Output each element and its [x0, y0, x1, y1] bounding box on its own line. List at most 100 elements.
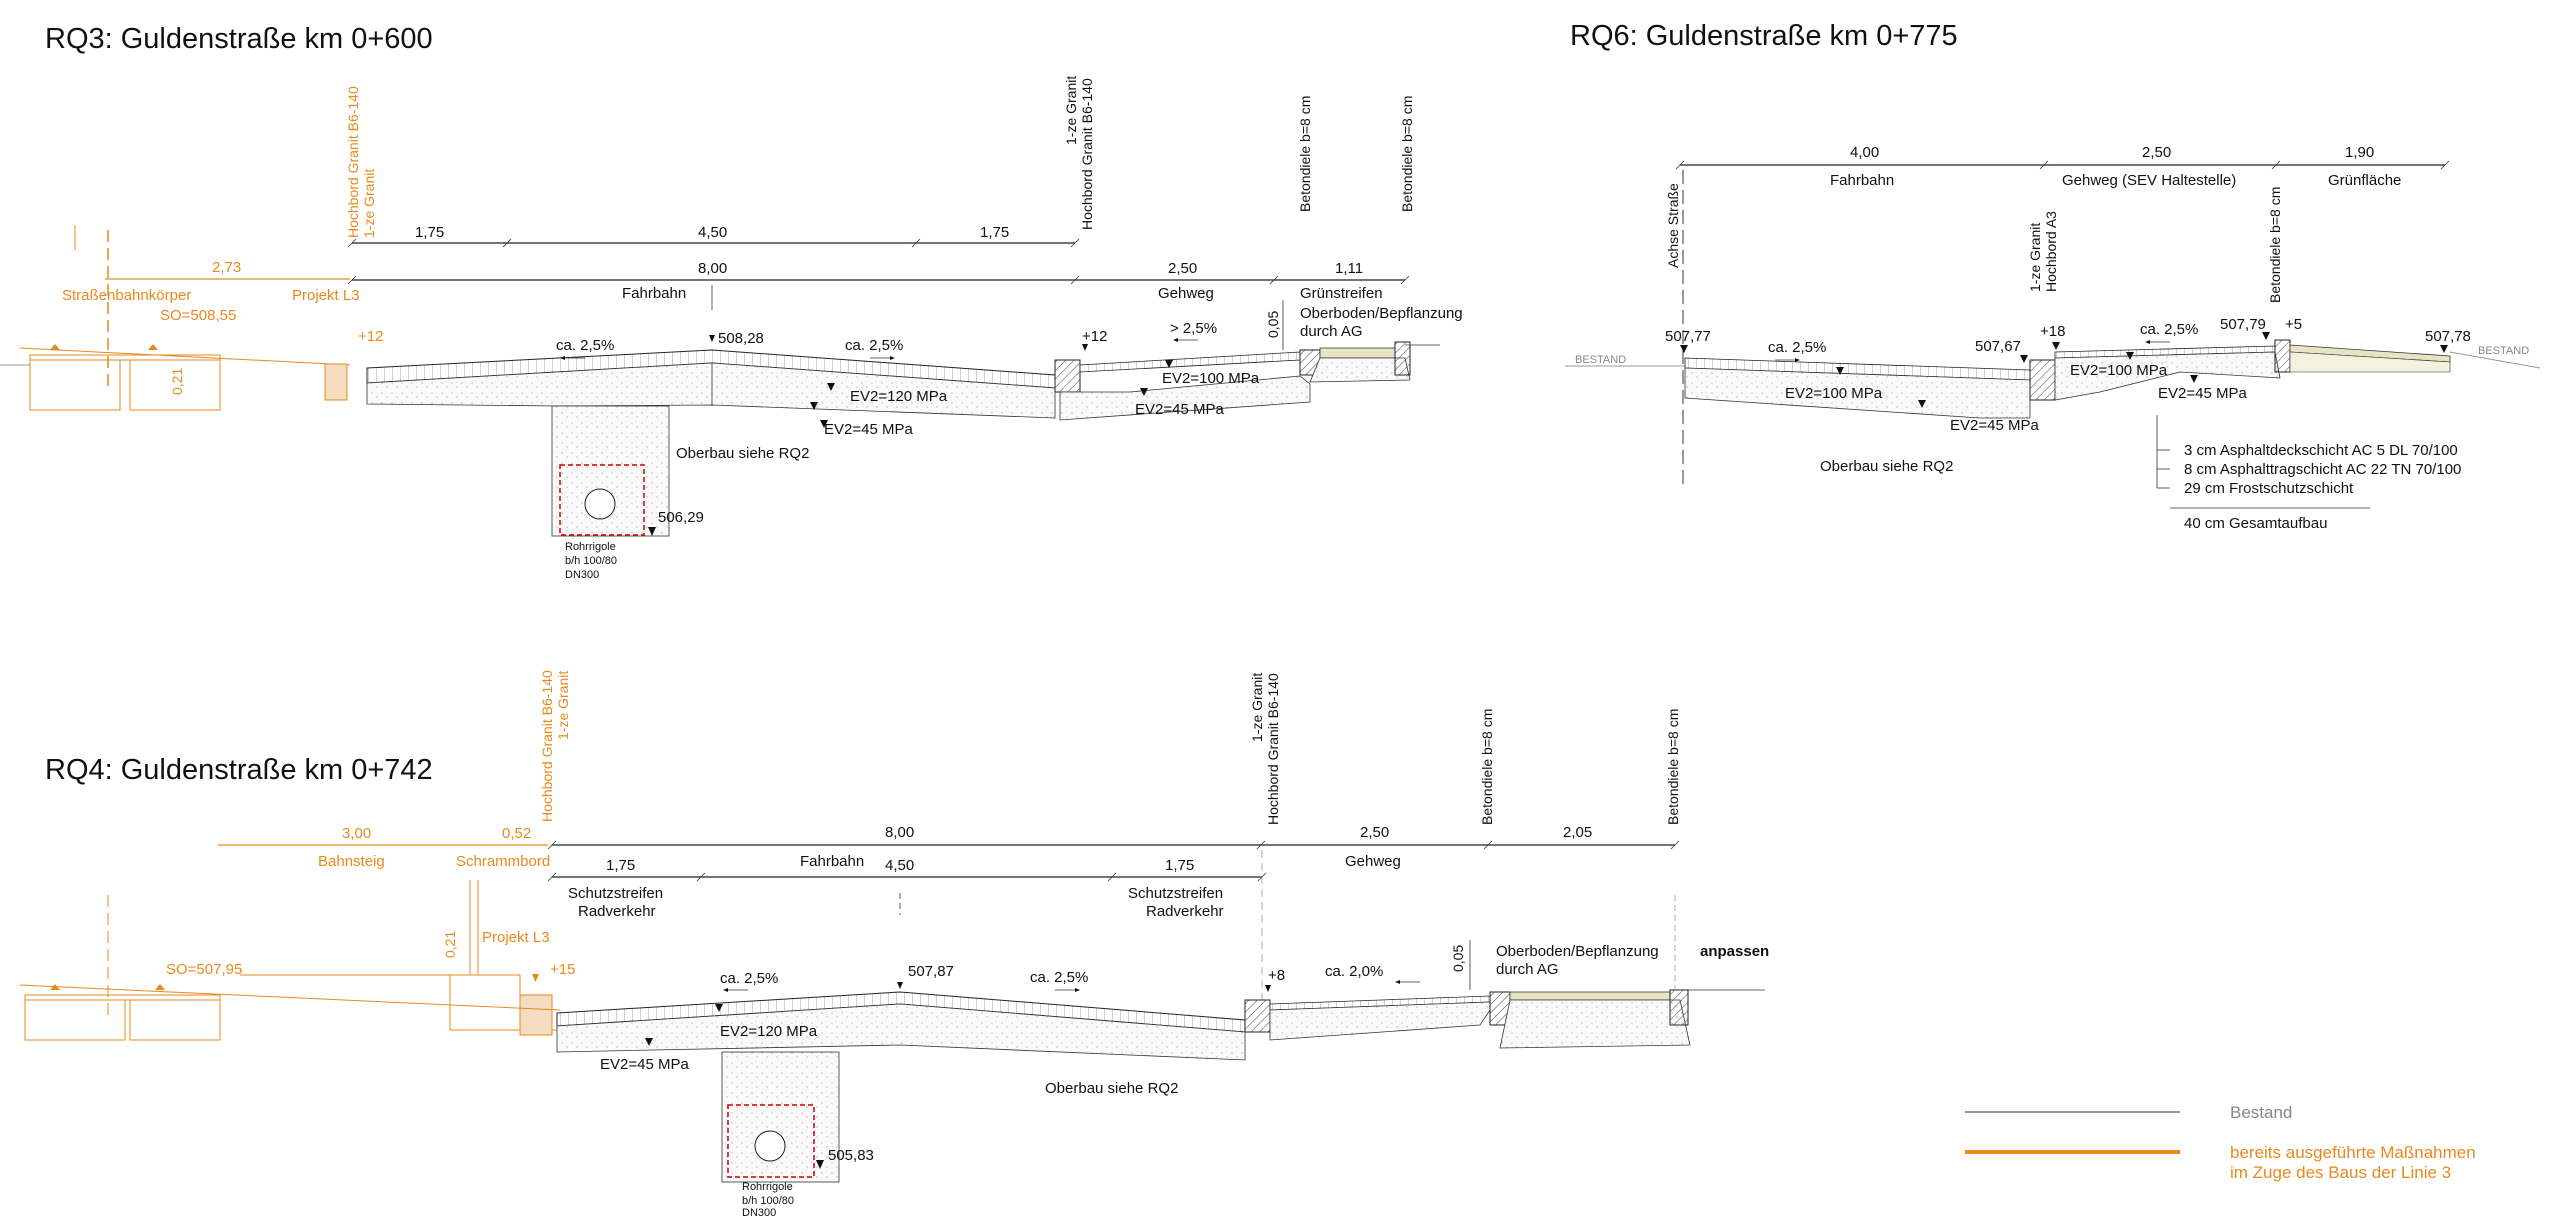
rq4-ev2-45: EV2=45 MPa [600, 1056, 689, 1073]
rq4-slope-3: ca. 2,0% [1325, 963, 1383, 980]
rq6-bestand-right: BESTAND [2478, 345, 2529, 357]
rq4-note-anpassen: anpassen [1700, 943, 1769, 960]
rq6-note-oberbau: Oberbau siehe RQ2 [1820, 458, 1953, 475]
rq6-height-plus18: +18 [2040, 323, 2065, 340]
rq3-dim-273: 2,73 [212, 259, 241, 276]
rq4-title: RQ4: Guldenstraße km 0+742 [45, 754, 433, 786]
rq3-zone-gruenstreifen: Grünstreifen [1300, 285, 1383, 302]
rq6-height-plus5: +5 [2285, 316, 2302, 333]
rq4-dim-250: 2,50 [1360, 824, 1389, 841]
rq6-title: RQ6: Guldenstraße km 0+775 [1570, 20, 1958, 52]
rq3-dim-175-b: 1,75 [980, 224, 1009, 241]
rq4-vlabel-hochbord-left: Hochbord Granit B6-140 [539, 670, 555, 822]
rq4-pipe-dn: DN300 [742, 1207, 776, 1218]
rq3-ev2-100: EV2=100 MPa [1162, 370, 1260, 387]
rq4-label-so: SO=507,95 [166, 961, 242, 978]
rq6-layer-total: 40 cm Gesamtaufbau [2184, 515, 2327, 532]
rq3-dim-005: 0,05 [1265, 311, 1281, 338]
rq4-height-50787: 507,87 [908, 963, 954, 980]
rq4-dim-205: 2,05 [1563, 824, 1592, 841]
rq4-dim-300: 3,00 [342, 825, 371, 842]
rq4-note-durch-ag: durch AG [1496, 961, 1559, 978]
rq3-vlabel-betondiele-1: Betondiele b=8 cm [1297, 96, 1313, 212]
rq6-ev2-45-b: EV2=45 MPa [2158, 385, 2247, 402]
rq3-height-plus12: +12 [1082, 328, 1107, 345]
rq6-ev2-100-a: EV2=100 MPa [1785, 385, 1883, 402]
rq3-dim-111: 1,11 [1335, 260, 1363, 277]
rq4-label-schrammbord: Schrammbord [456, 853, 550, 870]
rq3-dim-250: 2,50 [1168, 260, 1197, 277]
rq4-label-021: 0,21 [442, 931, 458, 958]
rq3-label-projekt: Projekt L3 [292, 287, 360, 304]
rq3-note-oberboden: Oberboden/Bepflanzung [1300, 305, 1463, 322]
rq3-vlabel-hochbord-right: Hochbord Granit B6-140 [1079, 78, 1095, 230]
rq6-slope-1: ca. 2,5% [1768, 339, 1826, 356]
rq6-ev2-100-b: EV2=100 MPa [2070, 362, 2168, 379]
rq6-ev2-45-a: EV2=45 MPa [1950, 417, 2039, 434]
rq6-vlabel-achse: Achse Straße [1665, 183, 1681, 268]
rq6-height-50778: 507,78 [2425, 328, 2471, 345]
rq4-vlabel-betondiele-1: Betondiele b=8 cm [1479, 709, 1495, 825]
rq6-bestand-left: BESTAND [1575, 354, 1626, 366]
rq6-zone-fahrbahn: Fahrbahn [1830, 172, 1894, 189]
rq4-bike-2b: Radverkehr [1146, 903, 1224, 920]
rq3-title: RQ3: Guldenstraße km 0+600 [45, 23, 433, 55]
rq4-vlabel-betondiele-2: Betondiele b=8 cm [1665, 709, 1681, 825]
rq6-vlabel-hochbord: Hochbord A3 [2043, 211, 2059, 292]
rq4-label-plus15: +15 [550, 961, 575, 978]
rq4-dim-450: 4,50 [885, 857, 914, 874]
rq4-slope-1: ca. 2,5% [720, 970, 778, 987]
rq3-vlabel-granit-left: 1-ze Granit [361, 169, 377, 238]
rq6-height-50777: 507,77 [1665, 328, 1711, 345]
section-rq4: RQ4: Guldenstraße km 0+742 Hochbord Gran… [19, 670, 1769, 1218]
legend-done-line1: bereits ausgeführte Maßnahmen [2230, 1143, 2476, 1162]
legend: Bestand bereits ausgeführte Maßnahmen im… [1965, 1103, 2476, 1182]
rq4-label-projekt: Projekt L3 [482, 929, 550, 946]
rq4-bike-1b: Radverkehr [578, 903, 656, 920]
rq4-zone-fahrbahn: Fahrbahn [800, 853, 864, 870]
rq4-bike-2a: Schutzstreifen [1128, 885, 1223, 902]
rq3-slope-2: ca. 2,5% [845, 337, 903, 354]
rq6-layer-2: 8 cm Asphalttragschicht AC 22 TN 70/100 [2184, 461, 2461, 478]
rq3-slope-1: ca. 2,5% [556, 337, 614, 354]
rq3-label-021: 0,21 [169, 368, 185, 395]
rq4-pipe-rohrrigole: Rohrrigole [742, 1181, 793, 1193]
rq3-ev2-120: EV2=120 MPa [850, 388, 948, 405]
rq6-height-50779: 507,79 [2220, 316, 2266, 333]
rq6-layer-3: 29 cm Frostschutzschicht [2184, 480, 2354, 497]
rq3-pipe-rohrrigole: Rohrrigole [565, 541, 616, 553]
legend-done-line2: im Zuge des Baus der Linie 3 [2230, 1163, 2451, 1182]
rq3-vlabel-granit-right: 1-ze Granit [1063, 76, 1079, 145]
rq4-dim-175-b: 1,75 [1165, 857, 1194, 874]
rq4-zone-gehweg: Gehweg [1345, 853, 1401, 870]
section-rq3: RQ3: Guldenstraße km 0+600 Hochbord Gran… [0, 23, 1463, 581]
rq4-vlabel-granit-left: 1-ze Granit [555, 671, 571, 740]
rq3-vlabel-hochbord-left: Hochbord Granit B6-140 [345, 86, 361, 238]
rq3-dim-800: 8,00 [698, 260, 727, 277]
rq6-dim-190: 1,90 [2345, 144, 2374, 161]
rq3-note-durch-ag: durch AG [1300, 323, 1363, 340]
rq3-height-50629: 506,29 [658, 509, 704, 526]
rq4-label-bahnsteig: Bahnsteig [318, 853, 385, 870]
rq3-zone-gehweg: Gehweg [1158, 285, 1214, 302]
rq3-dim-175-a: 1,75 [415, 224, 444, 241]
rq6-height-50767: 507,67 [1975, 338, 2021, 355]
rq3-zone-fahrbahn: Fahrbahn [622, 285, 686, 302]
legend-existing-label: Bestand [2230, 1103, 2292, 1122]
section-rq6: RQ6: Guldenstraße km 0+775 4,00 2,50 1,9… [1565, 20, 2541, 532]
rq4-note-oberboden: Oberboden/Bepflanzung [1496, 943, 1659, 960]
rq4-slope-2: ca. 2,5% [1030, 969, 1088, 986]
rq4-vlabel-hochbord-right: Hochbord Granit B6-140 [1265, 673, 1281, 825]
rq3-ev2-45-a: EV2=45 MPa [824, 421, 913, 438]
rq4-height-plus8: +8 [1268, 967, 1285, 984]
rq4-height-50583: 505,83 [828, 1147, 874, 1164]
rq6-vlabel-betondiele: Betondiele b=8 cm [2267, 187, 2283, 303]
rq3-label-plus12: +12 [358, 328, 383, 345]
rq4-dim-052: 0,52 [502, 825, 531, 842]
rq6-dim-400: 4,00 [1850, 144, 1879, 161]
rq4-dim-005: 0,05 [1450, 945, 1466, 972]
rq3-label-so: SO=508,55 [160, 307, 236, 324]
rq3-height-50828: 508,28 [718, 330, 764, 347]
rq6-slope-2: ca. 2,5% [2140, 321, 2198, 338]
